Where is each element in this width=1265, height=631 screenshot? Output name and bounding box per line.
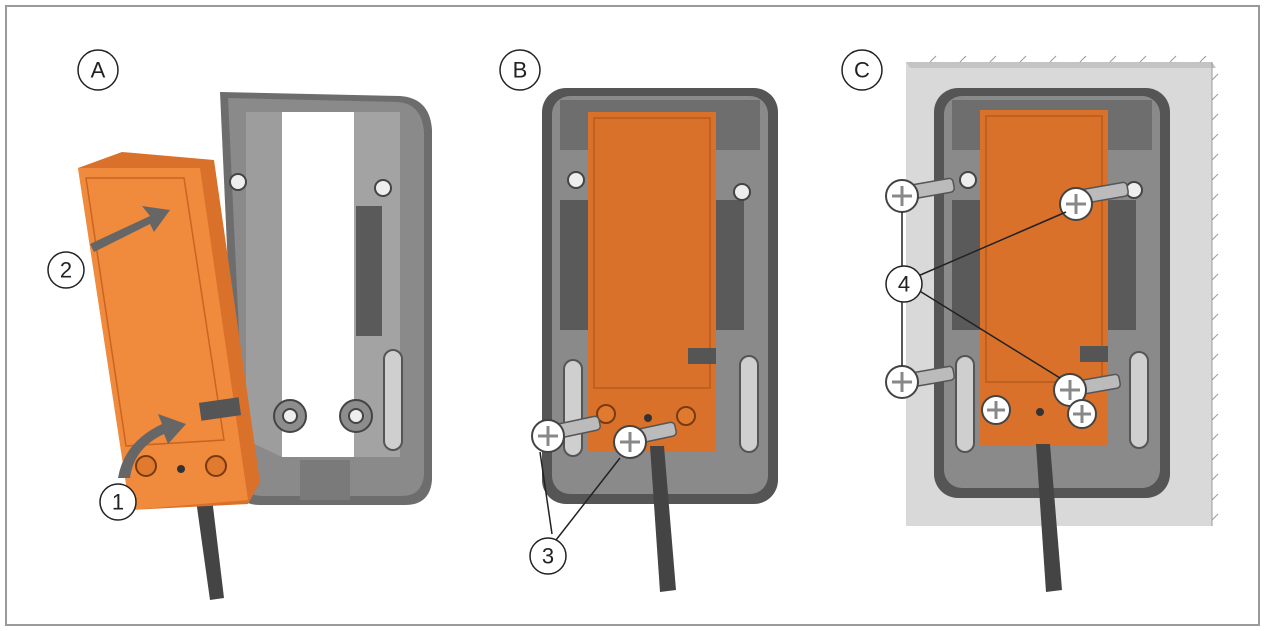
screw-c-bottom-left bbox=[885, 365, 955, 399]
sensor-c bbox=[980, 110, 1108, 446]
screw-c-bottom-right bbox=[1053, 373, 1121, 407]
callout-3: 3 bbox=[542, 544, 554, 569]
cable-c bbox=[1036, 444, 1062, 592]
leader-3b bbox=[555, 457, 621, 541]
panel-a: A 2 1 bbox=[47, 49, 432, 600]
callout-3-circle bbox=[529, 537, 567, 575]
leader-4c bbox=[917, 289, 1061, 379]
panel-label-b-circle bbox=[499, 49, 541, 91]
holder-a bbox=[220, 92, 432, 505]
panel-label-c-circle bbox=[841, 49, 883, 91]
screw-b-right bbox=[613, 421, 677, 459]
callout-1-circle bbox=[99, 483, 137, 521]
screw-c-top-right bbox=[1059, 181, 1129, 221]
screw-c-seated-right bbox=[1067, 399, 1097, 429]
leader-3a bbox=[539, 451, 553, 535]
leader-4b bbox=[917, 211, 1067, 277]
panel-b: B 3 bbox=[499, 49, 778, 592]
panel-label-b: B bbox=[513, 58, 528, 83]
figure-border bbox=[5, 5, 1260, 626]
callout-2-circle bbox=[47, 251, 85, 289]
sensor-a bbox=[78, 152, 260, 510]
cable-a bbox=[196, 498, 224, 600]
callout-4-circle bbox=[885, 265, 923, 303]
arrow-1 bbox=[118, 414, 186, 478]
screw-b-left bbox=[531, 415, 601, 453]
callout-2: 2 bbox=[60, 258, 72, 283]
panel-label-a: A bbox=[91, 58, 106, 83]
screw-c-seated-left bbox=[981, 395, 1011, 425]
callout-1: 1 bbox=[112, 490, 124, 515]
panel-c: C 4 bbox=[841, 49, 1219, 592]
panel-label-a-circle bbox=[77, 49, 119, 91]
arrow-2 bbox=[90, 206, 170, 252]
cable-b bbox=[650, 446, 676, 592]
sensor-b bbox=[588, 112, 716, 452]
panel-label-c: C bbox=[854, 58, 870, 83]
callout-4: 4 bbox=[898, 272, 910, 297]
